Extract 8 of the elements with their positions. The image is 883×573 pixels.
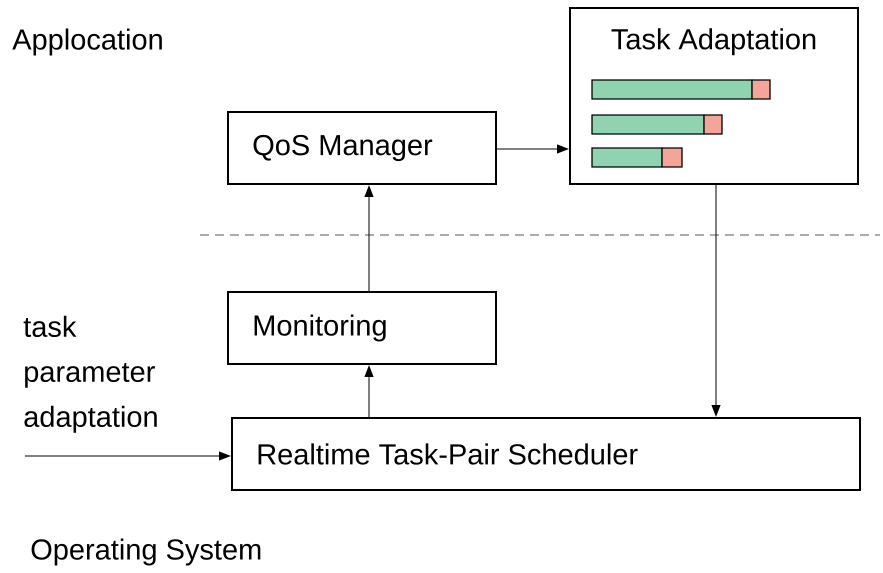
edge-label: task parameter adaptation: [24, 316, 157, 433]
panel-box: [569, 7, 859, 185]
layer-label: Operating System: [32, 538, 260, 566]
process-box: QoS Manager: [227, 111, 497, 185]
layer-label: Applocation: [12, 28, 162, 56]
process-box: Realtime Task-Pair Scheduler: [231, 417, 861, 491]
panel-title: Task Adaptation: [612, 28, 816, 56]
process-box: Monitoring: [227, 291, 497, 365]
